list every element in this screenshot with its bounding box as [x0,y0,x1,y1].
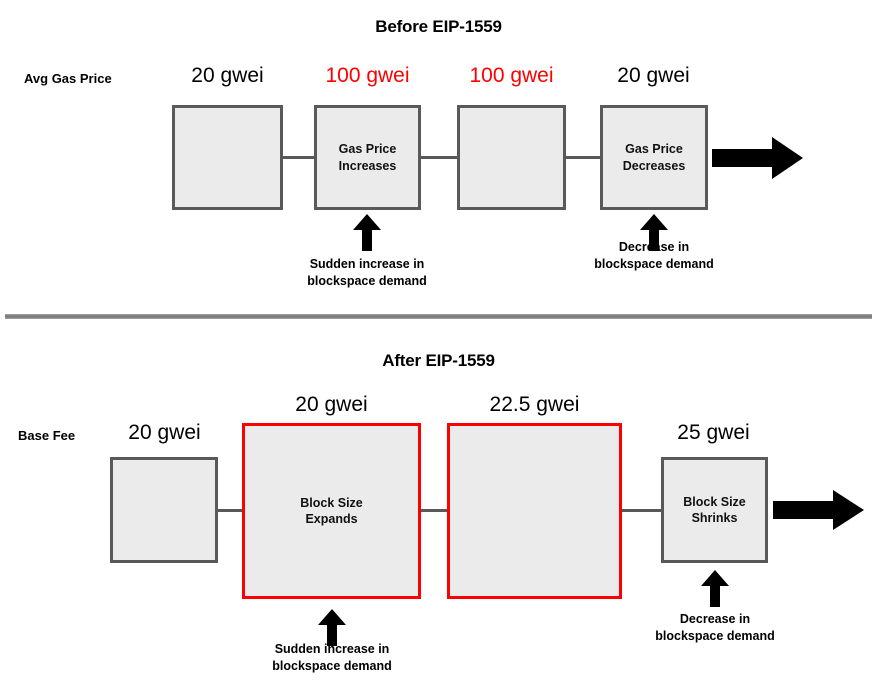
bottom-value-1: 20 gwei [128,421,201,444]
bottom-block-4[interactable]: Block Size Shrinks [661,457,768,563]
bottom-annotation-2: Decrease in blockspace demand [655,612,775,644]
top-value-3: 100 gwei [469,64,554,87]
top-block-1[interactable] [172,105,283,210]
top-row-label: Avg Gas Price [24,71,112,86]
top-flow-arrow-icon [712,137,803,179]
bottom-row-label: Base Fee [18,428,76,443]
top-block-4[interactable]: Gas Price Decreases [600,105,708,210]
bottom-flow-arrow-icon [773,490,864,530]
bottom-value-2: 20 gwei [295,393,368,416]
top-value-2: 100 gwei [325,64,410,87]
bottom-block-2[interactable]: Block Size Expands [242,423,421,599]
bottom-connector-2 [419,509,449,512]
top-block-4-label: Gas Price Decreases [622,142,686,173]
bottom-up-arrow-2-icon [701,570,729,607]
bottom-value-3: 22.5 gwei [489,393,580,416]
top-value-4: 20 gwei [617,64,690,87]
top-block-2-label: Gas Price Increases [338,142,397,173]
top-annotation-1: Sudden increase in blockspace demand [307,257,427,289]
bottom-connector-1 [216,509,245,512]
top-up-arrow-1-icon [353,214,381,251]
bottom-block-2-label: Block Size Expands [300,495,363,527]
top-connector-1 [281,156,317,159]
bottom-connector-3 [620,509,663,512]
bottom-value-4: 25 gwei [677,421,750,444]
top-block-2[interactable]: Gas Price Increases [314,105,421,210]
bottom-block-1[interactable] [110,457,218,563]
top-value-1: 20 gwei [191,64,264,87]
section-divider [5,314,872,319]
top-annotation-2: Decrease in blockspace demand [594,240,714,272]
bottom-section-title: After EIP-1559 [382,351,495,370]
top-section-title: Before EIP-1559 [375,17,502,36]
top-connector-2 [418,156,460,159]
bottom-annotation-1: Sudden increase in blockspace demand [272,642,392,674]
top-connector-3 [563,156,603,159]
top-block-3[interactable] [457,105,566,210]
bottom-block-4-label: Block Size Shrinks [683,494,746,526]
bottom-block-3[interactable] [447,423,622,599]
